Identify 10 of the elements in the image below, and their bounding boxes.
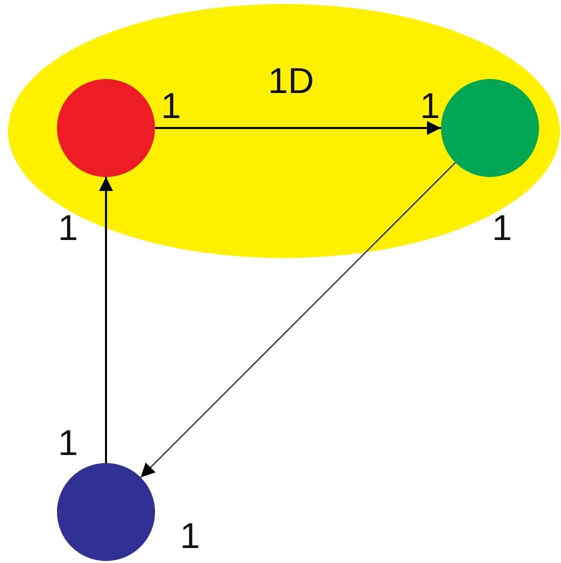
multiplicity-label: 1 <box>180 518 200 554</box>
arrow <box>140 162 456 478</box>
multiplicity-label: 1 <box>161 88 182 124</box>
region-title: 1D <box>268 60 314 102</box>
multiplicity-label: 1 <box>58 210 78 246</box>
arrow <box>155 121 441 135</box>
arrow <box>99 177 113 463</box>
multiplicity-label: 1 <box>58 425 78 461</box>
multiplicity-label: 1 <box>492 210 512 246</box>
multiplicity-label: 1 <box>420 88 440 124</box>
